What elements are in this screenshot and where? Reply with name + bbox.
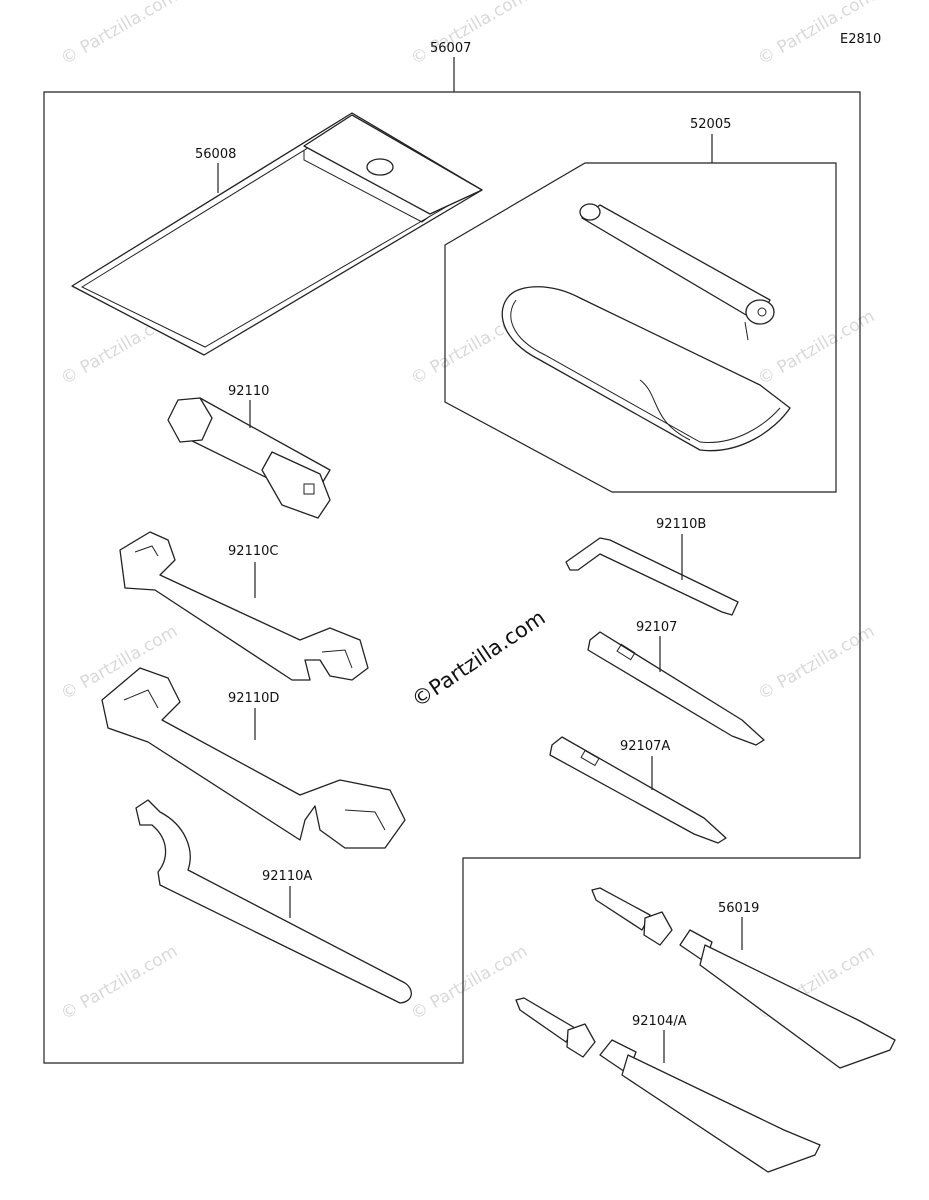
label-tool-bag[interactable]: 56008 <box>195 147 236 162</box>
tool-kit-frame <box>43 91 861 1064</box>
screwdriver-a-part <box>549 736 727 844</box>
open-wrench-large-part <box>101 667 406 849</box>
tire-repair-kit-frame <box>444 162 837 493</box>
tire-repair-tool-part <box>579 203 775 341</box>
label-screwdriver-a[interactable]: 92107A <box>620 739 670 754</box>
label-tire-repair-kit[interactable]: 52005 <box>690 117 731 132</box>
screwdriver-part <box>587 631 765 746</box>
grease-tube-2-part <box>515 997 821 1173</box>
diagram-code: E2810 <box>840 32 881 47</box>
label-spark-plug-wrench[interactable]: 92110 <box>228 384 269 399</box>
spark-plug-wrench-part <box>167 397 331 519</box>
repair-pouch-part <box>501 286 791 452</box>
label-tool-kit[interactable]: 56007 <box>430 41 471 56</box>
watermark-faint: © Partzilla.com <box>408 0 532 69</box>
open-wrench-small-part <box>119 531 369 681</box>
hook-wrench-part <box>135 799 412 1004</box>
watermark-main: ©Partzilla.com <box>407 605 549 712</box>
label-grease-tube-2[interactable]: 92104/A <box>632 1014 687 1029</box>
watermark-faint: © Partzilla.com <box>58 0 182 69</box>
label-hook-wrench[interactable]: 92110A <box>262 869 312 884</box>
label-grease-tube-1[interactable]: 56019 <box>718 901 759 916</box>
watermark-faint: © Partzilla.com <box>408 941 532 1024</box>
label-open-wrench-large[interactable]: 92110D <box>228 691 279 706</box>
tool-bag-part <box>71 112 483 356</box>
watermark-faint: © Partzilla.com <box>58 941 182 1024</box>
label-open-wrench-small[interactable]: 92110C <box>228 544 278 559</box>
label-hex-key[interactable]: 92110B <box>656 517 706 532</box>
grease-tube-1-part <box>591 887 896 1069</box>
label-screwdriver[interactable]: 92107 <box>636 620 677 635</box>
hex-key-part <box>565 537 739 616</box>
